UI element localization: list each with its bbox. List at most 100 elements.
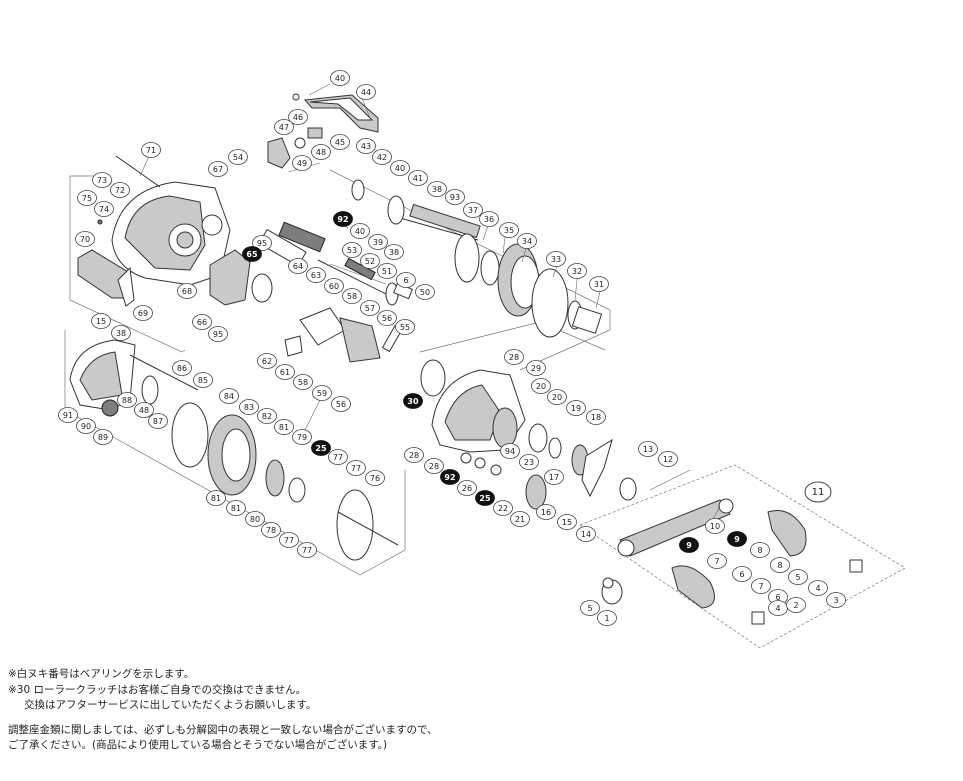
callout-number: 38 (116, 329, 126, 338)
callout-part-1: 1 (597, 610, 617, 626)
callout-part-88: 88 (117, 392, 137, 408)
callout-bubble (356, 84, 376, 100)
callout-bubble (228, 149, 248, 165)
callout-number: 95 (213, 330, 223, 339)
callout-number: 58 (298, 378, 308, 387)
callout-bubble (93, 429, 113, 445)
callout-part-40: 40 (390, 160, 410, 176)
callout-number: 92 (444, 473, 455, 482)
callout-bubble (306, 267, 326, 283)
callout-number: 67 (213, 165, 223, 174)
callout-part-2: 2 (786, 597, 806, 613)
callout-number: 31 (594, 280, 604, 289)
callout-bubble (208, 326, 228, 342)
callout-part-46: 46 (288, 109, 308, 125)
callout-bubble (403, 393, 423, 409)
callout-bubble (707, 553, 727, 569)
callout-part-12: 12 (658, 451, 678, 467)
callout-bubble (94, 201, 114, 217)
callout-part-36: 36 (479, 211, 499, 227)
callout-part-84: 84 (219, 388, 239, 404)
callout-part-19: 19 (566, 400, 586, 416)
callout-number: 48 (316, 148, 326, 157)
callout-bubble (311, 144, 331, 160)
callout-bubble (826, 592, 846, 608)
callout-number: 12 (663, 455, 673, 464)
callout-part-49: 49 (292, 155, 312, 171)
callout-number: 8 (777, 561, 782, 570)
callout-part-20: 20 (547, 389, 567, 405)
callout-bubble (424, 458, 444, 474)
callout-number: 82 (262, 412, 272, 421)
callout-part-32: 32 (567, 263, 587, 279)
callout-bubble (226, 500, 246, 516)
callout-number: 32 (572, 267, 582, 276)
callout-bubble (117, 392, 137, 408)
callout-bubble (770, 557, 790, 573)
callout-number: 6 (739, 570, 744, 579)
callout-part-60: 60 (324, 278, 344, 294)
callout-number: 55 (400, 323, 410, 332)
callout-bubble (141, 142, 161, 158)
callout-number: 11 (812, 487, 825, 498)
callout-part-68: 68 (177, 283, 197, 299)
callout-part-9: 9 (679, 537, 699, 553)
callout-bubble (547, 389, 567, 405)
callout-number: 33 (551, 255, 561, 264)
callout-number: 38 (389, 248, 399, 257)
callout-bubble (356, 138, 376, 154)
callout-number: 25 (315, 444, 327, 453)
callout-part-63: 63 (306, 267, 326, 283)
exploded-view-diagram: 4044464745484342714954406741737238759374… (58, 70, 906, 649)
callout-bubble (134, 402, 154, 418)
callout-part-26: 26 (457, 480, 477, 496)
callout-bubble (727, 531, 747, 547)
callout-bubble (415, 284, 435, 300)
callout-number: 18 (591, 413, 601, 422)
callout-part-70: 70 (75, 231, 95, 247)
callout-part-38: 38 (384, 244, 404, 260)
callout-part-77: 77 (328, 449, 348, 465)
callout-number: 58 (347, 292, 357, 301)
callout-part-28: 28 (504, 349, 524, 365)
left-side-frame (77, 155, 231, 307)
callout-part-10: 10 (705, 518, 725, 534)
callout-number: 72 (115, 186, 125, 195)
callout-bubble (368, 234, 388, 250)
callout-bubble (330, 134, 350, 150)
callout-part-25: 25 (475, 490, 495, 506)
callout-part-44: 44 (356, 84, 376, 100)
callout-bubble (274, 419, 294, 435)
callout-number: 22 (498, 504, 508, 513)
callout-number: 14 (581, 530, 591, 539)
callout-number: 70 (80, 235, 90, 244)
callout-number: 4 (815, 584, 820, 593)
callout-part-16: 16 (536, 504, 556, 520)
callout-number: 53 (347, 246, 357, 255)
callout-part-75: 75 (77, 190, 97, 206)
callout-number: 57 (365, 304, 375, 313)
callout-bubble (475, 490, 495, 506)
callout-number: 40 (395, 164, 405, 173)
callout-number: 81 (231, 504, 241, 513)
callout-number: 62 (262, 357, 272, 366)
callout-part-62: 62 (257, 353, 277, 369)
callout-part-6: 6 (396, 272, 416, 288)
callout-bubble (808, 580, 828, 596)
callout-number: 76 (370, 474, 380, 483)
callout-bubble (499, 222, 519, 238)
callout-number: 35 (504, 226, 514, 235)
callout-part-59: 59 (312, 385, 332, 401)
callout-part-56: 56 (377, 310, 397, 326)
callout-part-50: 50 (415, 284, 435, 300)
note-roller-clutch: ※30 ローラークラッチはお客様ご自身での交換はできません。 (8, 683, 307, 696)
callout-number: 81 (211, 494, 221, 503)
callout-number: 26 (462, 484, 472, 493)
callout-number: 49 (297, 159, 307, 168)
callout-number: 10 (710, 522, 720, 531)
callout-bubble (177, 283, 197, 299)
callout-part-56: 56 (331, 396, 351, 412)
callout-part-64: 64 (288, 258, 308, 274)
